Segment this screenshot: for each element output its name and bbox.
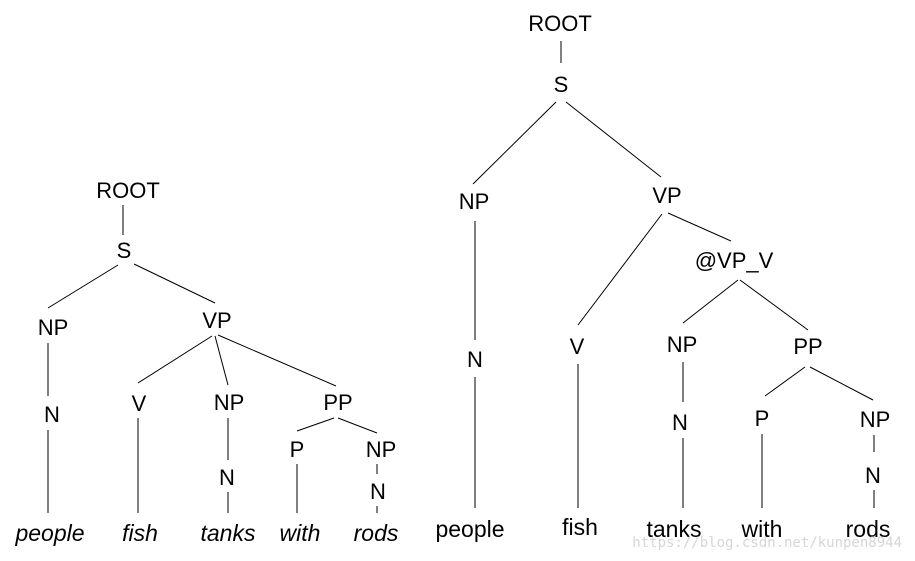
left-root-node: ROOT	[96, 178, 160, 203]
right-n-node: N	[467, 347, 483, 372]
right-np3-node: NP	[860, 407, 891, 432]
r-edge-vpv-np	[682, 279, 739, 324]
r-edge-pp-p	[764, 366, 806, 397]
edge-pp-p	[296, 417, 335, 432]
right-leaf-fish: fish	[562, 514, 598, 540]
right-vp-node: VP	[652, 183, 681, 208]
left-leaf-people: people	[14, 520, 84, 546]
r-edge-vp-v	[577, 213, 663, 326]
right-leaf-rods: rods	[846, 516, 891, 542]
right-v-node: V	[570, 334, 585, 359]
right-pp-node: PP	[793, 334, 822, 359]
left-pp-node: PP	[323, 390, 352, 415]
left-n3-node: N	[370, 479, 386, 504]
right-np-node: NP	[459, 189, 490, 214]
right-np2-node: NP	[667, 332, 698, 357]
right-leaf-people: people	[435, 516, 504, 542]
r-edge-s-vp	[565, 101, 662, 178]
left-n2-node: N	[219, 465, 235, 490]
left-np3-node: NP	[366, 437, 397, 462]
left-leaf-fish: fish	[122, 520, 158, 546]
right-leaf-tanks: tanks	[647, 516, 702, 542]
left-p-node: P	[290, 437, 305, 462]
r-edge-vp-vpv	[667, 212, 732, 242]
edge-vp-v	[137, 335, 213, 384]
edge-s-vp	[133, 263, 216, 304]
right-leaf-with: with	[741, 516, 783, 542]
r-edge-s-np	[472, 101, 557, 185]
right-tree-edges	[472, 41, 875, 508]
left-tree-edges	[47, 205, 378, 513]
left-tree: ROOT S NP VP N V NP PP N P NP N people f…	[14, 178, 398, 546]
watermark-text: https://blog.csdn.net/kunpen8944	[632, 535, 902, 551]
right-vpv-node: @VP_V	[695, 248, 774, 273]
right-p-node: P	[755, 406, 770, 431]
edge-vp-np	[214, 335, 229, 386]
left-np2-node: NP	[214, 390, 245, 415]
right-tree: ROOT S NP VP @VP_V N V NP PP N P NP N pe…	[435, 11, 890, 542]
edge-s-np	[47, 264, 119, 309]
right-root-node: ROOT	[528, 11, 592, 36]
right-s-node: S	[554, 72, 569, 97]
left-leaf-with: with	[280, 520, 321, 546]
left-leaf-rods: rods	[354, 520, 399, 546]
left-v-node: V	[132, 391, 147, 416]
left-np-node: NP	[38, 315, 69, 340]
left-s-node: S	[117, 238, 132, 263]
r-edge-vpv-pp	[739, 279, 809, 331]
left-vp-node: VP	[202, 308, 231, 333]
left-leaf-tanks: tanks	[201, 520, 256, 546]
edge-pp-np3	[337, 417, 378, 434]
left-n-node: N	[44, 402, 60, 427]
right-n2-node: N	[672, 410, 688, 435]
edge-vp-pp	[217, 334, 337, 387]
r-edge-pp-np	[809, 366, 874, 401]
right-n3-node: N	[865, 463, 881, 488]
